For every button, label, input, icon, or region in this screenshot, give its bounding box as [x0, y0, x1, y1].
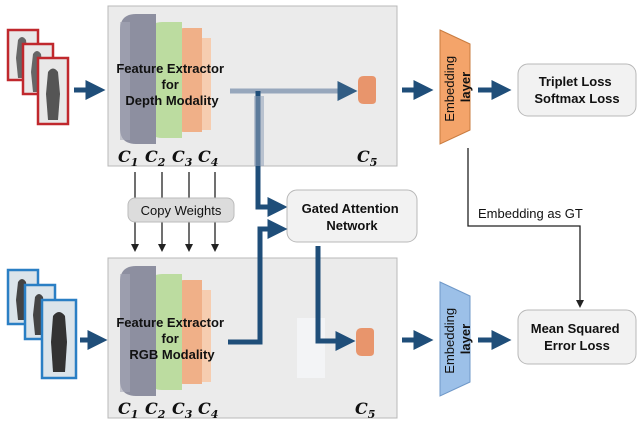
rgb-c3-label: C3 — [172, 399, 193, 421]
mse-loss-box — [517, 309, 637, 365]
depth-input-frames — [6, 28, 70, 126]
depth-c3-label: C3 — [172, 147, 193, 169]
depth-c2-label: C2 — [145, 147, 166, 169]
copy-weights-label: Copy Weights — [141, 203, 222, 218]
depth-c4-label: C4 — [198, 147, 218, 169]
depth-extractor-title: Feature Extractor for Depth Modality — [116, 61, 227, 108]
rgb-c5-block — [356, 328, 374, 356]
triplet-loss-label: Triplet Loss Softmax Loss — [534, 74, 619, 106]
embedding-layer-top — [439, 29, 471, 145]
gated-attention-label: Gated Attention Network — [302, 201, 403, 233]
rgb-input-frames — [6, 268, 78, 380]
arrow-attention-to-c5 — [315, 246, 356, 351]
rgb-extractor-title: Feature Extractor for RGB Modality — [116, 315, 227, 362]
rgb-c5-label: C5 — [355, 399, 375, 421]
embedding-top-label: Embedding layer — [442, 52, 473, 121]
rgb-c4-label: C4 — [198, 399, 218, 421]
gated-attention-box — [286, 189, 418, 243]
embedding-layer-bottom — [439, 281, 471, 397]
arrow-embedding-as-gt — [467, 148, 584, 308]
depth-c5-label: C5 — [357, 147, 377, 169]
rgb-c1-label: C1 — [118, 399, 138, 421]
embedding-as-gt-label: Embedding as GT — [478, 206, 583, 221]
rgb-conv-layers — [120, 266, 211, 396]
copy-weights-box — [127, 197, 235, 223]
depth-conv-layers — [120, 14, 211, 144]
rgb-c2-label: C2 — [145, 399, 166, 421]
arrow-rgb-to-attention — [228, 219, 288, 345]
embedding-bottom-label: Embedding layer — [442, 304, 473, 373]
depth-c1-label: C1 — [118, 147, 138, 169]
triplet-loss-box — [517, 63, 637, 117]
mse-loss-label: Mean Squared Error Loss — [531, 321, 623, 353]
depth-c5-block — [358, 76, 376, 104]
